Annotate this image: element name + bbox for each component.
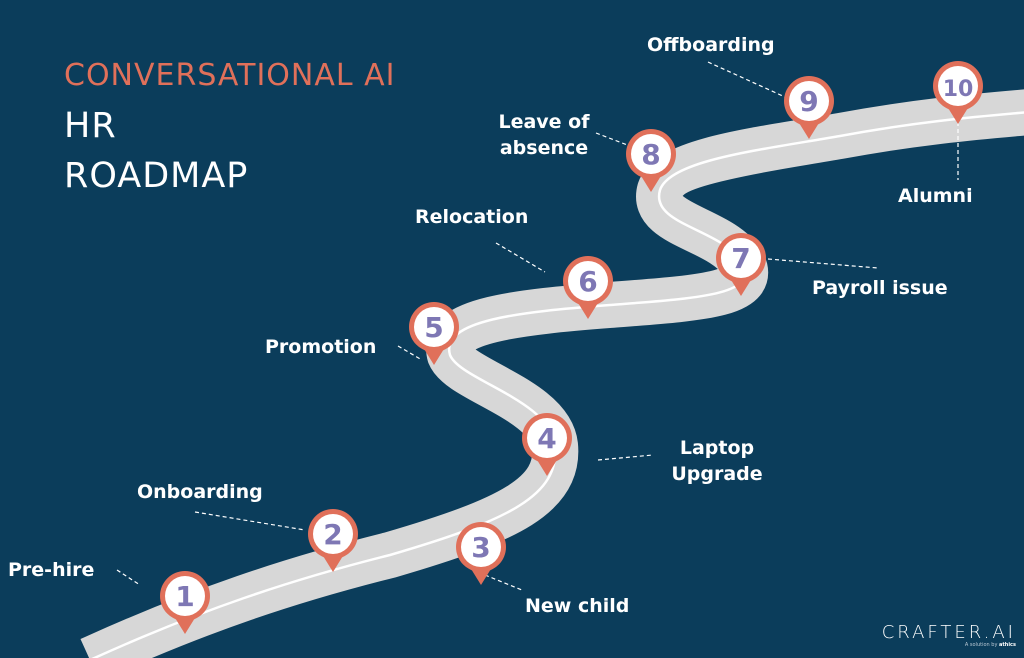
brand-tagline-company: athics xyxy=(999,642,1016,648)
title-line-1: CONVERSATIONAL AI xyxy=(64,58,396,93)
pin-number-3: 3 xyxy=(471,531,490,564)
map-pin-8: 8 xyxy=(626,129,676,192)
pin-number-1: 1 xyxy=(175,580,194,613)
pin-number-7: 7 xyxy=(731,242,750,275)
pin-face xyxy=(414,307,454,347)
pin-number-9: 9 xyxy=(799,85,818,118)
pin-face xyxy=(527,418,567,458)
leader-line-5 xyxy=(397,345,423,361)
leader-line-2 xyxy=(194,511,306,531)
pin-face xyxy=(568,261,608,301)
leader-line-1 xyxy=(116,569,141,586)
milestone-label-3: New child xyxy=(525,595,630,617)
leader-line-8 xyxy=(595,132,631,147)
map-pin-4: 4 xyxy=(522,413,572,476)
leader-line-9 xyxy=(707,61,786,98)
map-pin-7: 7 xyxy=(716,233,766,296)
milestone-label-4: Laptop Upgrade xyxy=(671,437,763,485)
map-pin-1: 1 xyxy=(160,571,210,634)
pin-number-10: 10 xyxy=(943,77,974,102)
milestone-label-10: Alumni xyxy=(898,185,973,207)
brand-tagline-prefix: A solution by xyxy=(964,642,998,648)
leader-line-3 xyxy=(484,574,523,591)
milestone-label-9: Offboarding xyxy=(647,34,775,56)
pin-face xyxy=(313,514,353,554)
pin-number-5: 5 xyxy=(424,311,443,344)
brand-tagline: A solution by athics xyxy=(882,642,1016,649)
road-center-line xyxy=(91,111,1024,658)
map-pin-3: 3 xyxy=(456,522,506,585)
pin-face xyxy=(721,238,761,278)
pin-face xyxy=(789,81,829,121)
milestone-label-1: Pre-hire xyxy=(8,559,95,581)
pin-number-2: 2 xyxy=(323,518,342,551)
pin-face xyxy=(165,576,205,616)
milestone-label-7: Payroll issue xyxy=(812,277,948,299)
pin-number-6: 6 xyxy=(578,265,597,298)
pin-face xyxy=(631,134,671,174)
leader-line-7 xyxy=(767,258,879,269)
title-line-3: ROADMAP xyxy=(64,156,249,196)
brand-name: CRAFTER.AI xyxy=(881,622,1016,643)
leader-lines xyxy=(116,61,959,591)
pin-number-4: 4 xyxy=(537,422,556,455)
map-pin-6: 6 xyxy=(563,256,613,319)
pin-face xyxy=(938,66,978,106)
leader-line-4 xyxy=(597,454,654,461)
title-line-2: HR xyxy=(64,106,117,146)
milestone-label-2: Onboarding xyxy=(137,481,263,503)
map-pin-9: 9 xyxy=(784,76,834,139)
map-pin-10: 10 xyxy=(933,61,983,124)
milestone-label-5: Promotion xyxy=(265,336,377,358)
map-pin-5: 5 xyxy=(409,302,459,365)
pin-number-8: 8 xyxy=(641,138,660,171)
pin-face xyxy=(461,527,501,567)
milestone-label-8: Leave of absence xyxy=(498,111,590,159)
leader-line-6 xyxy=(495,242,546,273)
map-pin-2: 2 xyxy=(308,509,358,572)
brand-logo: CRAFTER.AI A solution by athics xyxy=(882,624,1016,649)
milestone-label-6: Relocation xyxy=(415,206,529,228)
milestone-pins: 1 2 3 4 5 6 7 8 9 10 xyxy=(160,61,983,634)
